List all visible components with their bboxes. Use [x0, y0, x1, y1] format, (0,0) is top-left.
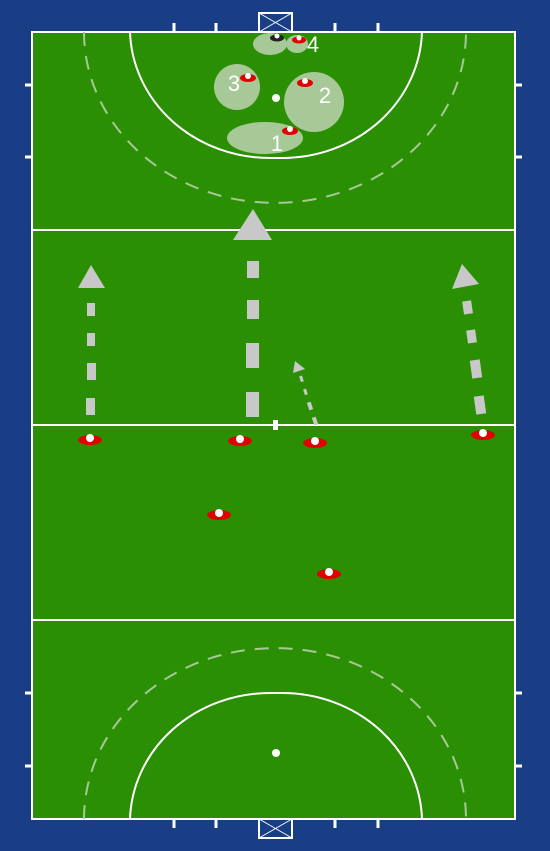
goalkeeper-marker	[270, 33, 284, 42]
zone-number-2: 2	[319, 83, 331, 108]
attacker-marker	[207, 509, 231, 520]
bottom-penalty-spot	[272, 749, 280, 757]
defender-markers	[240, 33, 313, 135]
movement-arrows	[78, 209, 487, 426]
bottom-dashed-circle	[83, 647, 467, 820]
small-pass-arrow	[293, 361, 319, 426]
bottom-goal	[258, 818, 293, 839]
zone-number-4: 4	[307, 32, 319, 57]
zone-number-1: 1	[271, 131, 283, 156]
attacker-marker	[471, 429, 495, 440]
defender-marker	[297, 78, 313, 87]
zone-2-shape	[284, 72, 344, 132]
top-dashed-circle	[83, 31, 467, 204]
defender-marker	[240, 73, 256, 82]
bottom-shooting-circle	[129, 692, 423, 820]
attacker-marker	[78, 434, 102, 445]
attacker-markers	[78, 429, 495, 579]
top-penalty-spot	[272, 94, 280, 102]
zone-number-3: 3	[228, 71, 240, 96]
top-shooting-circle	[129, 31, 423, 159]
center-spot	[273, 420, 278, 430]
edge-marks	[25, 23, 522, 828]
attacker-marker	[317, 568, 341, 579]
defender-marker	[292, 35, 306, 44]
left-dashed-arrow	[78, 265, 105, 415]
top-goal	[258, 12, 293, 33]
right-dashed-arrow	[452, 264, 487, 415]
center-dashed-arrow	[233, 209, 272, 417]
attacker-marker	[303, 437, 327, 448]
defender-marker	[282, 126, 298, 135]
attacker-marker	[228, 435, 252, 446]
